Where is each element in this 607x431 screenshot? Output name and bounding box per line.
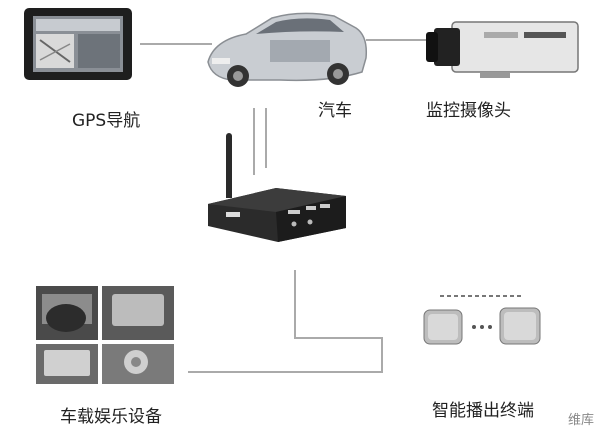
- camera-image: [426, 21, 579, 78]
- watermark-text: 维库: [568, 413, 595, 428]
- label-gps: GPS导航: [72, 111, 141, 131]
- car-image: [207, 12, 368, 87]
- hub-device: [208, 133, 346, 242]
- connector-hub-terminal-entertainment: [188, 270, 383, 373]
- label-car: 汽车: [318, 101, 352, 121]
- gps-device: [24, 8, 132, 80]
- label-terminal: 智能播出终端: [432, 401, 534, 421]
- connector-lines: [140, 39, 428, 373]
- entertainment-image: [36, 286, 174, 384]
- label-camera: 监控摄像头: [426, 101, 511, 121]
- label-entertainment: 车载娱乐设备: [60, 407, 162, 427]
- terminal-image: [423, 295, 541, 345]
